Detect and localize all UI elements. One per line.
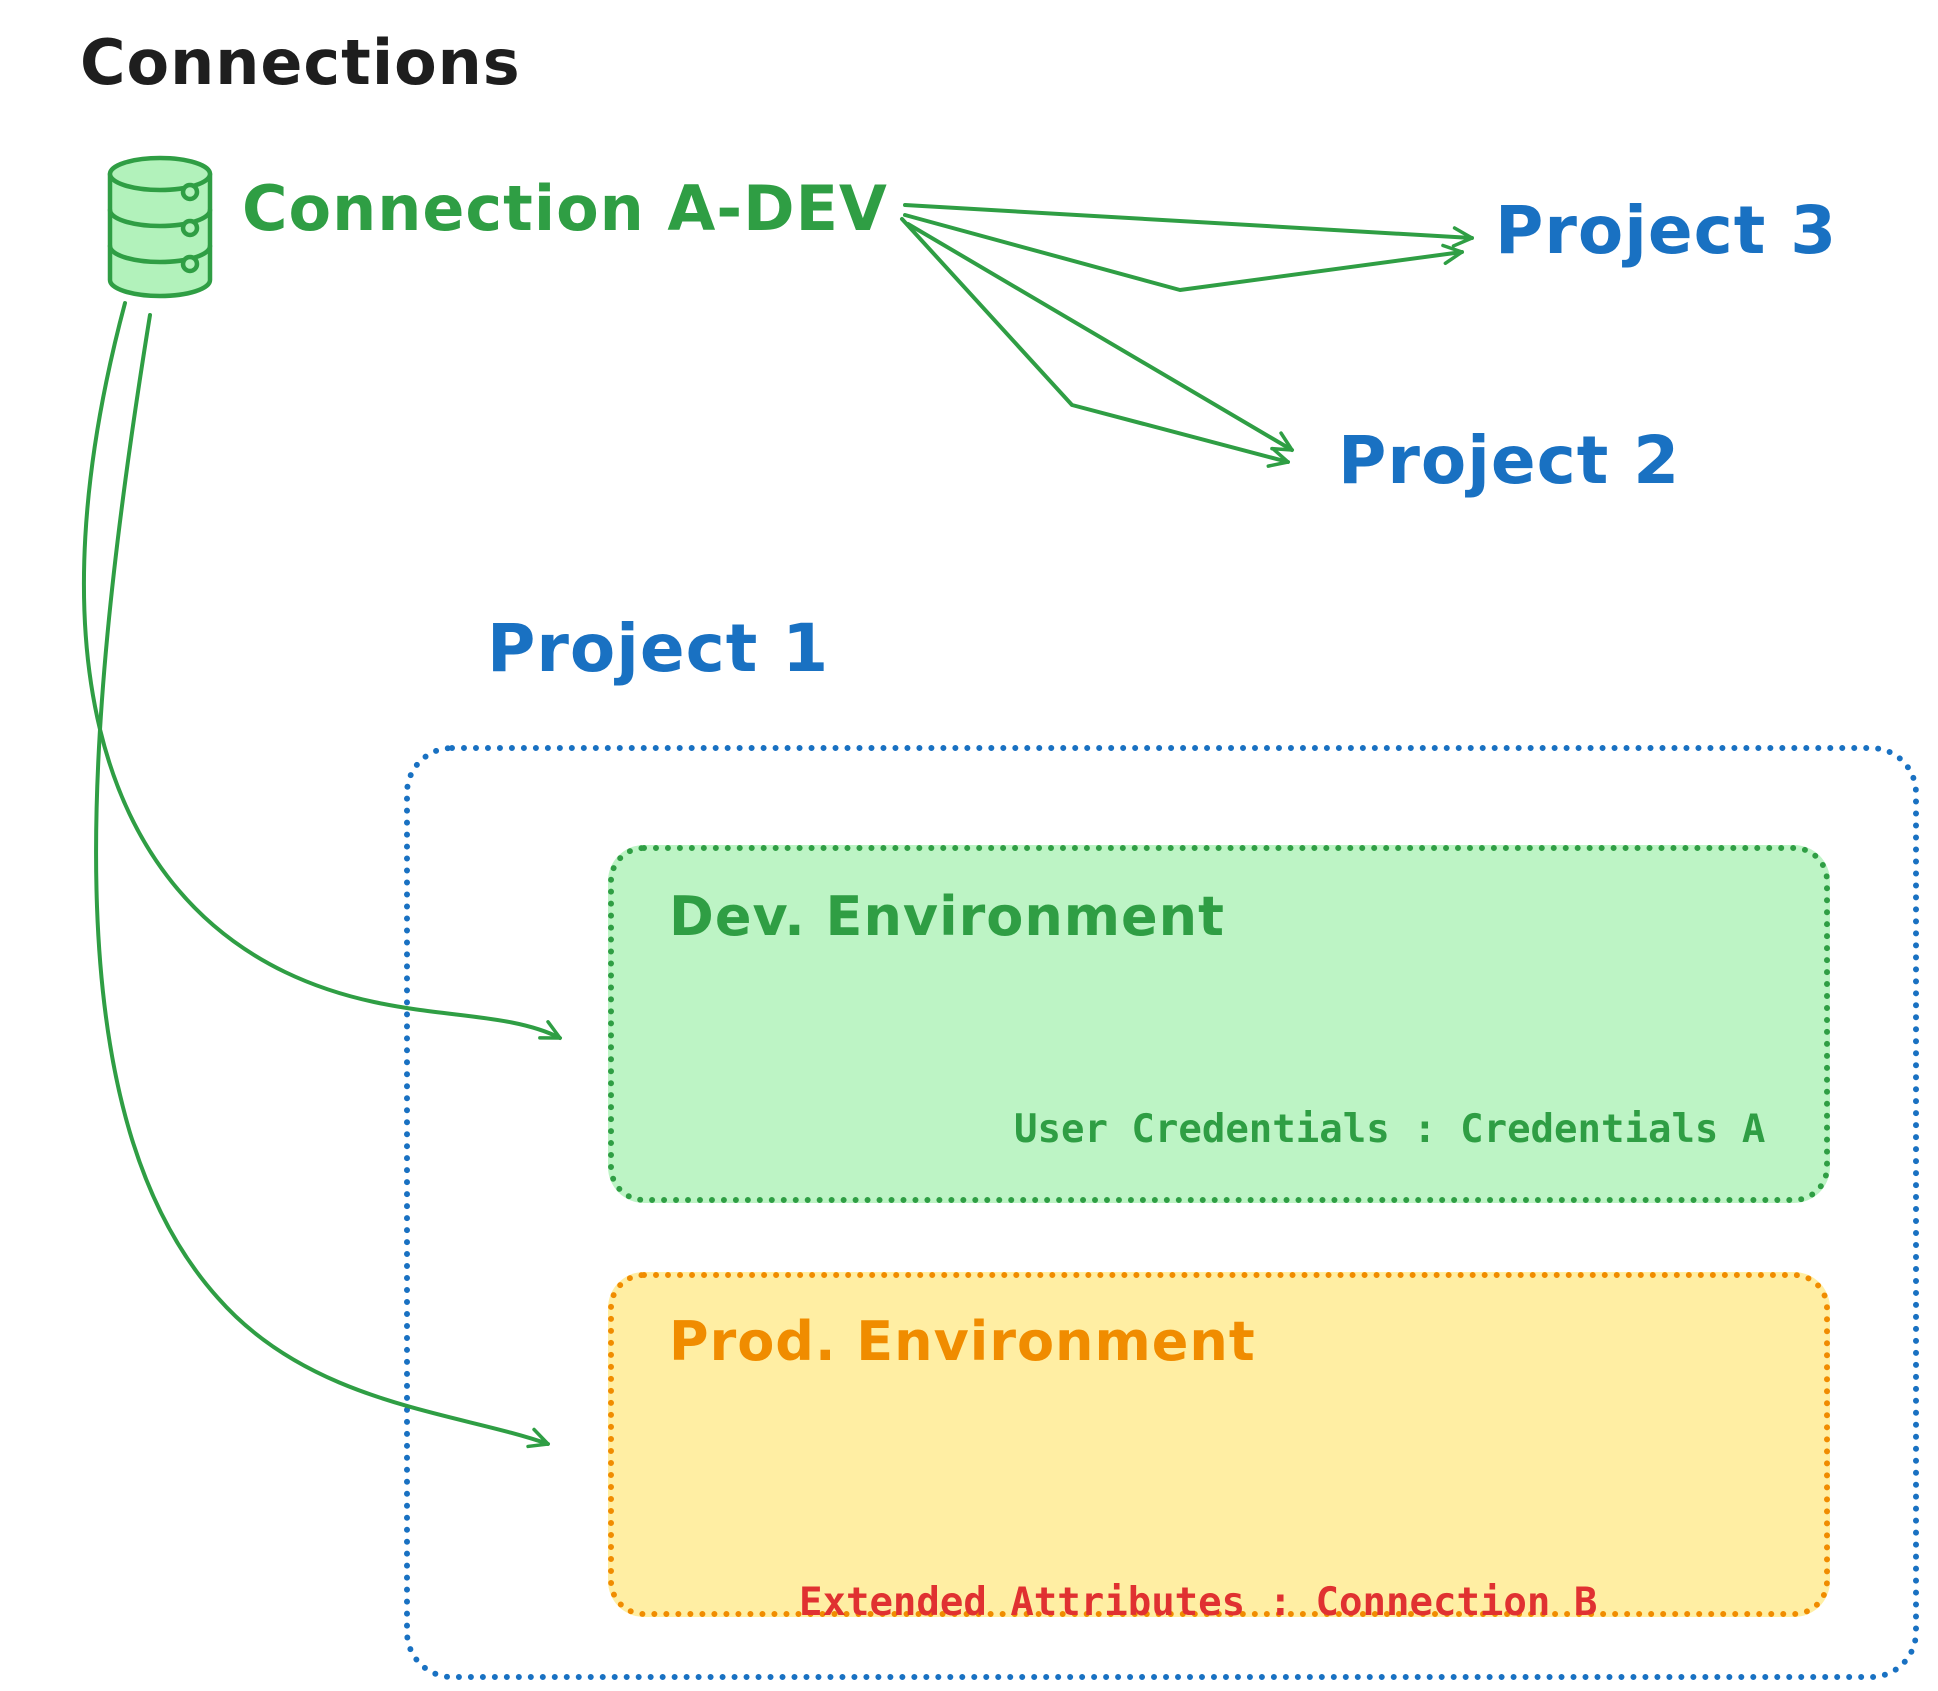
dev-environment-label: Dev. Environment (669, 885, 1225, 948)
project-2-label: Project 2 (1338, 422, 1681, 499)
dev-credentials-text: User Credentials : Credentials A (1014, 1107, 1766, 1152)
dev-environment-box: Dev. Environment User Credentials : Cred… (608, 845, 1830, 1203)
diagram-title: Connections (80, 26, 521, 99)
connection-a-dev-label: Connection A-DEV (242, 172, 888, 245)
arrow-connection-to-project3 (903, 203, 1474, 292)
prod-attributes-text: Extended Attributes : Connection B Ext.A… (799, 1478, 1621, 1691)
prod-environment-label: Prod. Environment (669, 1310, 1256, 1373)
project-1-container: Dev. Environment User Credentials : Cred… (404, 745, 1919, 1680)
arrow-connection-to-project2 (900, 217, 1294, 468)
prod-attr-line-1: Extended Attributes : Connection B (799, 1580, 1598, 1625)
project-1-label: Project 1 (487, 610, 830, 687)
prod-environment-box: Prod. Environment Extended Attributes : … (608, 1272, 1830, 1625)
database-icon (107, 155, 213, 299)
project-3-label: Project 3 (1495, 192, 1838, 269)
